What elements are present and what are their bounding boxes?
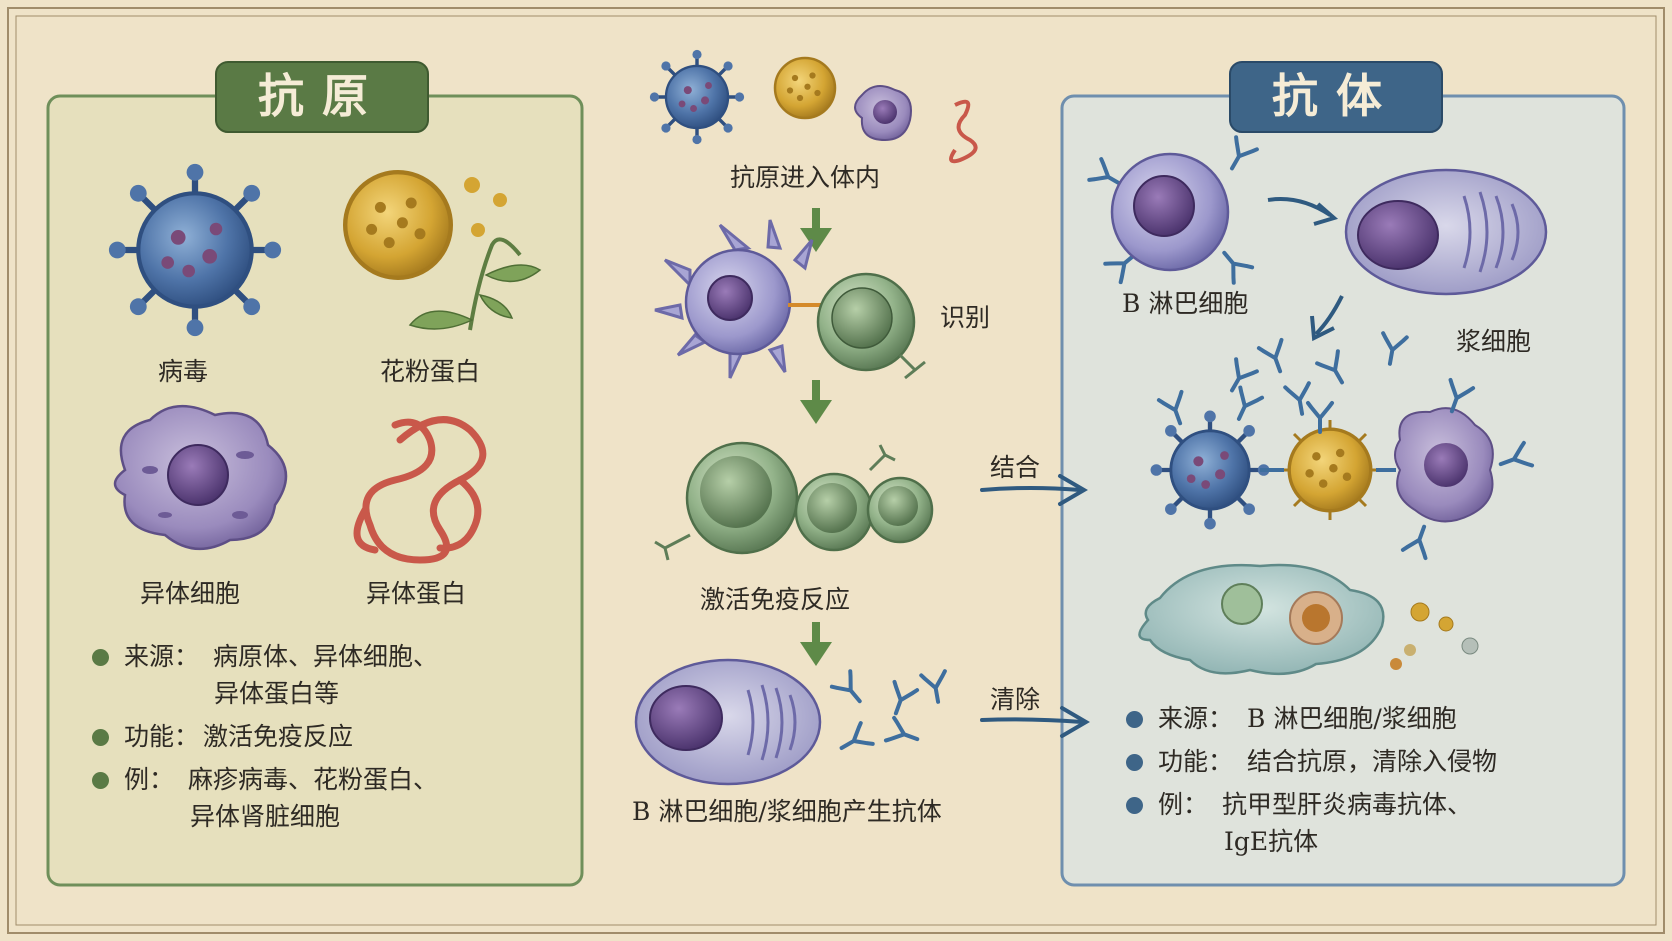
clear-arrow <box>980 706 1090 738</box>
antigen-bullet-source: 来源： 病原体、异体细胞、 异体蛋白等 <box>92 638 438 712</box>
bind-arrow <box>980 474 1088 506</box>
antibody-bullet-function: 功能： 结合抗原，清除入侵物 <box>1126 743 1497 780</box>
bullet-text-continued: IgE抗体 <box>1224 827 1319 856</box>
arrow-down-2 <box>800 380 832 424</box>
antigen-title-badge <box>215 61 429 133</box>
bullet-text: 麻疹病毒、花粉蛋白、 <box>188 765 439 794</box>
activation-cells <box>654 441 934 561</box>
arrow-down-3 <box>800 622 832 666</box>
antigen-title: 抗原 <box>258 69 386 123</box>
antibody-bullet-list: 来源： B 淋巴细胞/浆细胞 功能： 结合抗原，清除入侵物 例： 抗甲型肝炎病毒抗体、… <box>1126 700 1497 860</box>
virus-icon <box>109 164 281 336</box>
bullet-dot <box>1126 797 1143 814</box>
step-activation-label: 激活免疫反应 <box>700 585 851 614</box>
antigen-bullet-function: 功能：激活免疫反应 <box>92 718 438 755</box>
bullet-dot <box>1126 711 1143 728</box>
antigen-label-foreign-cell: 异体细胞 <box>140 579 241 608</box>
entry-antigens <box>648 48 978 164</box>
bullet-text-continued: 异体肾脏细胞 <box>190 802 341 831</box>
bind-arrow-label: 结合 <box>990 453 1041 482</box>
plasma-cell-producing <box>634 658 952 786</box>
b-cell-icon <box>1087 135 1259 285</box>
inner-frame <box>15 15 1657 926</box>
plasma-cell-icon <box>1344 168 1548 296</box>
step-recognition-label: 识别 <box>940 303 991 332</box>
bullet-text: B 淋巴细胞/浆细胞 <box>1247 704 1457 733</box>
step-entry-label: 抗原进入体内 <box>730 163 881 192</box>
plasma-to-antibody-arrow <box>1314 295 1344 336</box>
antigen-label-pollen: 花粉蛋白 <box>380 357 481 386</box>
bullet-dot <box>92 772 109 789</box>
antibody-bullet-source: 来源： B 淋巴细胞/浆细胞 <box>1126 700 1497 737</box>
bullet-key: 例： <box>1158 790 1209 819</box>
bullet-text: 病原体、异体细胞、 <box>213 642 439 671</box>
bullet-dot <box>1126 754 1143 771</box>
outer-frame <box>7 7 1665 934</box>
bullet-dot <box>92 649 109 666</box>
protein-ribbon-icon <box>353 416 487 564</box>
bullet-key: 来源： <box>1158 704 1234 733</box>
bullet-dot <box>92 729 109 746</box>
recognition-cells <box>654 219 926 380</box>
bullet-text: 激活免疫反应 <box>203 722 354 751</box>
antigen-label-protein: 异体蛋白 <box>366 579 467 608</box>
arrow-down-1 <box>800 208 832 252</box>
antigen-bullet-list: 来源： 病原体、异体细胞、 异体蛋白等 功能：激活免疫反应 例： 麻疹病毒、花粉蛋白… <box>92 638 438 835</box>
b-cell-label: B 淋巴细胞 <box>1122 289 1249 318</box>
antibody-title: 抗体 <box>1272 69 1400 123</box>
step-produce-label: B 淋巴细胞/浆细胞产生抗体 <box>632 797 942 826</box>
antibody-binding-complex <box>1151 377 1535 561</box>
bullet-key: 功能： <box>124 722 200 751</box>
foreign-cell-icon <box>113 404 288 551</box>
antibody-title-badge <box>1229 61 1443 133</box>
clear-arrow-label: 清除 <box>990 685 1041 714</box>
bullet-text: 抗甲型肝炎病毒抗体、 <box>1222 790 1473 819</box>
bullet-key: 来源： <box>124 642 200 671</box>
bullet-text: 结合抗原，清除入侵物 <box>1247 747 1498 776</box>
macrophage-icon <box>1138 563 1479 676</box>
antigen-label-virus: 病毒 <box>158 357 209 386</box>
antibody-bullet-example: 例： 抗甲型肝炎病毒抗体、 IgE抗体 <box>1126 786 1497 860</box>
bullet-text-continued: 异体蛋白等 <box>214 679 340 708</box>
bullet-key: 功能： <box>1158 747 1234 776</box>
pollen-icon <box>345 172 542 331</box>
plasma-cell-label: 浆细胞 <box>1456 327 1532 356</box>
antigen-bullet-example: 例： 麻疹病毒、花粉蛋白、 异体肾脏细胞 <box>92 761 438 835</box>
bullet-key: 例： <box>124 765 175 794</box>
